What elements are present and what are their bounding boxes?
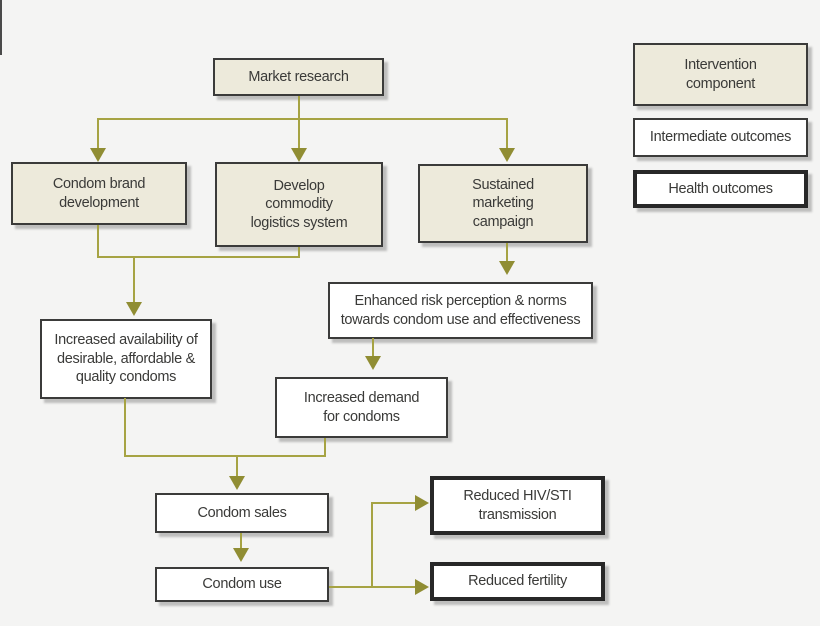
node-reduced-fertility-label: Reduced fertility <box>468 573 567 590</box>
arrowhead-down-icon <box>499 261 515 275</box>
node-sustained-marketing-campaign: Sustained marketing campaign <box>418 164 588 243</box>
node-sustained-marketing-campaign-label: Sustained marketing campaign <box>472 176 534 230</box>
connector-use-branch-up <box>371 502 373 588</box>
arrowhead-down-icon <box>291 148 307 162</box>
arrowhead-down-icon <box>229 476 245 490</box>
legend-intervention-component-label: Intervention component <box>684 56 757 92</box>
node-condom-brand-development: Condom brand development <box>11 162 187 225</box>
node-condom-sales: Condom sales <box>155 493 329 533</box>
node-reduced-fertility: Reduced fertility <box>430 562 605 601</box>
node-increased-availability: Increased availability of desirable, aff… <box>40 319 212 399</box>
node-condom-brand-development-label: Condom brand development <box>52 175 146 211</box>
connector-to-condom-use <box>240 533 242 549</box>
connector-availability-junction <box>97 256 300 258</box>
legend-health-outcomes: Health outcomes <box>633 170 808 208</box>
connector-market-research-stem <box>298 96 300 119</box>
connector-use-to-hiv-sti <box>371 502 416 504</box>
connector-brand-dev-stem <box>97 225 99 258</box>
connector-sales-junction <box>124 455 326 457</box>
node-condom-sales-label: Condom sales <box>197 504 287 521</box>
arrowhead-down-icon <box>365 356 381 370</box>
node-develop-commodity-logistics: Develop commodity logistics system <box>215 162 383 247</box>
arrowhead-down-icon <box>499 148 515 162</box>
node-enhanced-risk-perception-label: Enhanced risk perception & norms towards… <box>340 292 581 328</box>
connector-availability-stem <box>124 398 126 457</box>
connector-to-condom-brand <box>97 118 99 150</box>
connector-demand-stem <box>324 438 326 457</box>
connector-to-develop-commodity <box>298 118 300 150</box>
connector-logistics-stem <box>298 247 300 258</box>
node-increased-demand-label: Increased demand for condoms <box>303 389 420 425</box>
node-reduced-hiv-sti-label: Reduced HIV/STI transmission <box>463 487 572 523</box>
connector-to-condom-sales <box>236 455 238 477</box>
legend-intermediate-outcomes: Intermediate outcomes <box>633 118 808 157</box>
node-increased-availability-label: Increased availability of desirable, aff… <box>54 332 198 386</box>
connector-to-sustained-marketing <box>506 118 508 150</box>
node-develop-commodity-logistics-label: Develop commodity logistics system <box>250 177 348 231</box>
arrowhead-right-icon <box>415 579 429 595</box>
node-enhanced-risk-perception: Enhanced risk perception & norms towards… <box>328 282 593 339</box>
legend-intervention-component: Intervention component <box>633 43 808 106</box>
connector-to-increased-availability <box>133 256 135 304</box>
arrowhead-down-icon <box>126 302 142 316</box>
connector-to-increased-demand <box>372 338 374 357</box>
node-condom-use-label: Condom use <box>202 576 282 593</box>
arrowhead-down-icon <box>90 148 106 162</box>
connector-market-research-branch <box>97 118 508 120</box>
node-market-research: Market research <box>213 58 384 96</box>
legend-intermediate-outcomes-label: Intermediate outcomes <box>649 129 792 146</box>
legend-health-outcomes-label: Health outcomes <box>668 180 773 197</box>
node-increased-demand: Increased demand for condoms <box>275 377 448 438</box>
node-condom-use: Condom use <box>155 567 329 602</box>
arrowhead-right-icon <box>415 495 429 511</box>
left-edge-artifact <box>0 0 2 55</box>
node-reduced-hiv-sti: Reduced HIV/STI transmission <box>430 476 605 535</box>
connector-to-enhanced-risk <box>506 243 508 262</box>
node-market-research-label: Market research <box>248 68 349 85</box>
arrowhead-down-icon <box>233 548 249 562</box>
